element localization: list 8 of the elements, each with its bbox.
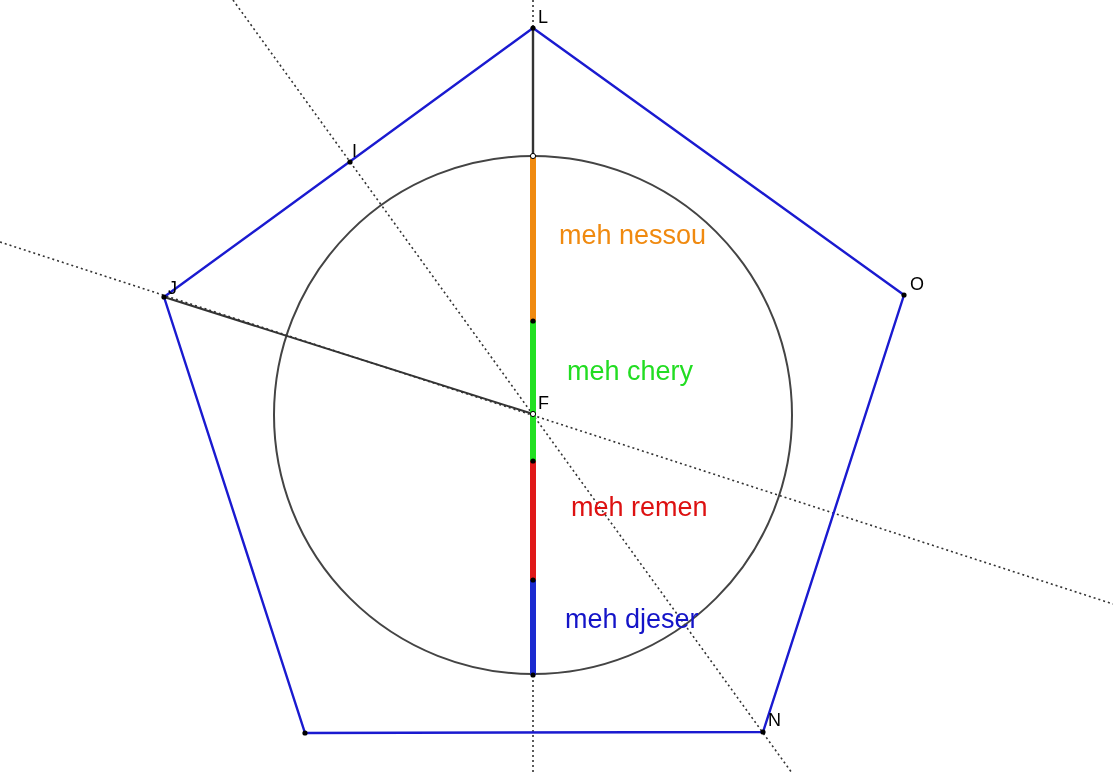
segment-label: meh chery (567, 358, 694, 385)
segment-label: meh nessou (559, 222, 707, 249)
point-label: N (768, 711, 781, 729)
point-label: I (352, 142, 357, 160)
segment-label: meh remen (571, 494, 708, 521)
point-label: O (910, 275, 924, 293)
point-label: F (538, 394, 549, 412)
point-label: L (538, 8, 548, 26)
